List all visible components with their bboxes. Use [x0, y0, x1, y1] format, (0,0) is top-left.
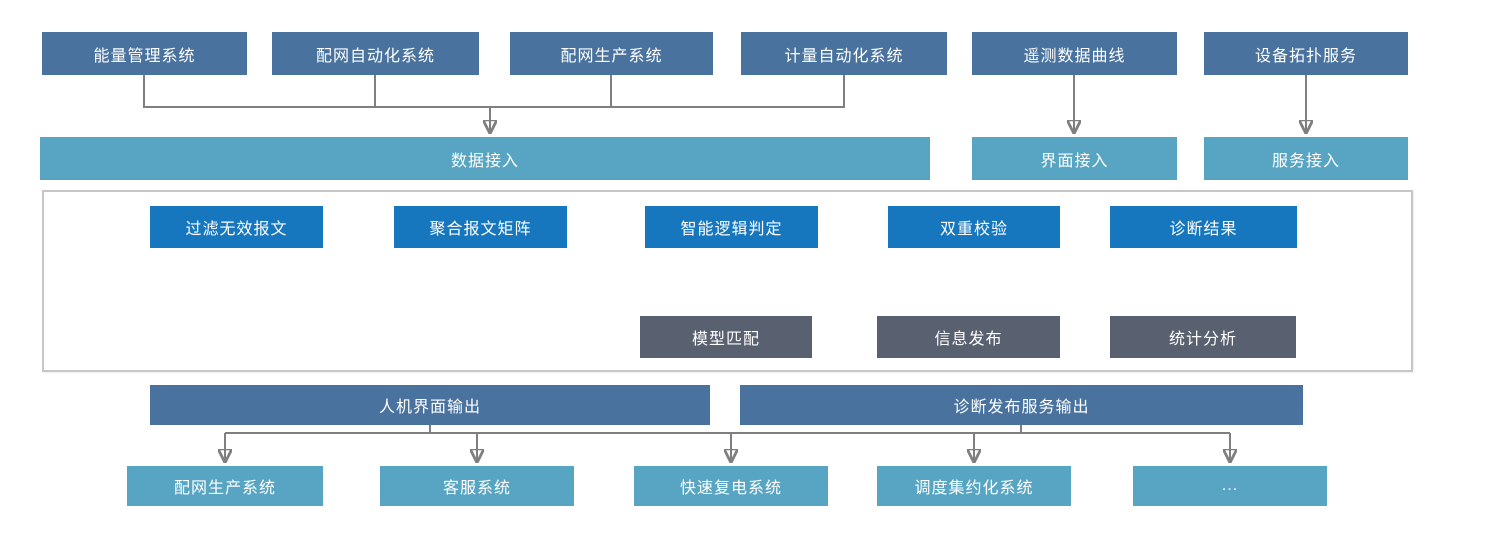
- node-statistical-analysis: 统计分析: [1110, 316, 1296, 358]
- node-intelligent-logic-judgment: 智能逻辑判定: [645, 206, 818, 248]
- bar-data-access: 数据接入: [40, 137, 930, 180]
- node-filter-invalid-messages: 过滤无效报文: [150, 206, 323, 248]
- bar-ui-access: 界面接入: [972, 137, 1177, 180]
- node-energy-management-system: 能量管理系统: [42, 32, 247, 75]
- node-double-verification: 双重校验: [888, 206, 1060, 248]
- node-rapid-restoration-system: 快速复电系统: [634, 466, 828, 506]
- node-telemetry-data-curve: 遥测数据曲线: [972, 32, 1177, 75]
- node-info-publishing: 信息发布: [877, 316, 1060, 358]
- node-more-systems: ...: [1133, 466, 1327, 506]
- bar-diagnosis-publish-output: 诊断发布服务输出: [740, 385, 1303, 425]
- node-aggregate-message-matrix: 聚合报文矩阵: [394, 206, 567, 248]
- node-customer-service-system: 客服系统: [380, 466, 574, 506]
- node-dispatch-centralization-system: 调度集约化系统: [877, 466, 1071, 506]
- node-model-matching: 模型匹配: [640, 316, 812, 358]
- node-distribution-production-system: 配网生产系统: [510, 32, 713, 75]
- bar-hmi-output: 人机界面输出: [150, 385, 710, 425]
- node-metering-automation-system: 计量自动化系统: [741, 32, 947, 75]
- bar-service-access: 服务接入: [1204, 137, 1408, 180]
- node-distribution-automation-system: 配网自动化系统: [272, 32, 479, 75]
- node-device-topology-service: 设备拓扑服务: [1204, 32, 1408, 75]
- node-diagnosis-result: 诊断结果: [1110, 206, 1297, 248]
- node-consumer-distribution-production-system: 配网生产系统: [127, 466, 323, 506]
